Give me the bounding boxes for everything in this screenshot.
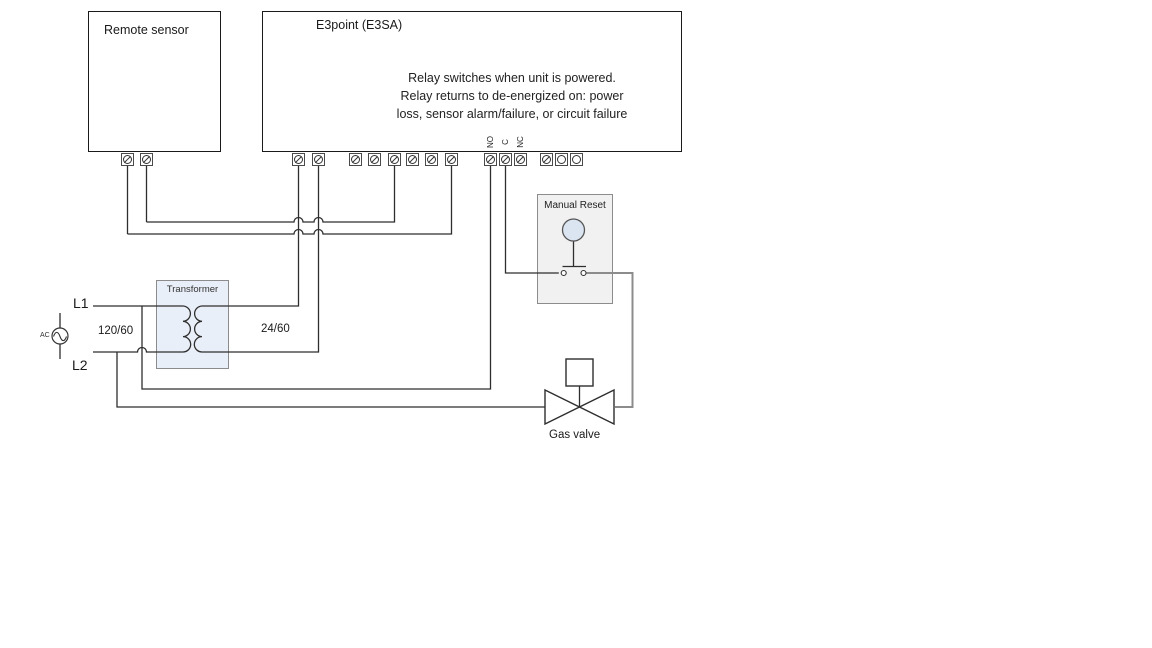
wire-reset-to-valve <box>586 272 634 408</box>
e3point-sensor-terminal-5-icon <box>425 153 438 166</box>
transformer-secondary-winding <box>193 305 203 353</box>
relay-no-terminal-icon <box>484 153 497 166</box>
relay-note-line2: Relay returns to de-energized on: power <box>400 89 624 103</box>
relay-note: Relay switches when unit is powered. Rel… <box>342 69 682 123</box>
sensor-terminal-1-icon <box>121 153 134 166</box>
relay-c-label: C <box>500 139 510 145</box>
relay-no-label: NO <box>485 136 495 148</box>
remote-sensor-box <box>88 11 221 152</box>
transformer-primary-winding <box>182 305 192 353</box>
e3point-label: E3point (E3SA) <box>316 18 403 32</box>
relay-nc-terminal-icon <box>514 153 527 166</box>
wire-c-to-reset <box>504 166 559 274</box>
wire-secondary-bottom <box>202 166 320 353</box>
manual-reset-button-icon <box>560 218 587 277</box>
e3point-sensor-terminal-1-icon <box>349 153 362 166</box>
gas-valve-label: Gas valve <box>549 429 601 441</box>
transformer-label: Transformer <box>166 284 219 295</box>
wire-l2-to-valve <box>116 352 545 408</box>
remote-sensor-label: Remote sensor <box>104 23 189 37</box>
aux-terminal-1-icon <box>540 153 553 166</box>
e3point-sensor-terminal-4-icon <box>406 153 419 166</box>
wire-l1-to-no <box>141 166 492 390</box>
e3point-sensor-terminal-2-icon <box>368 153 381 166</box>
gas-valve-icon <box>544 358 615 426</box>
primary-rating-label: 120/60 <box>98 325 134 337</box>
e3point-sensor-terminal-6-icon <box>445 153 458 166</box>
e3point-power-terminal-2-icon <box>312 153 325 166</box>
relay-nc-label: NC <box>515 136 525 148</box>
secondary-rating-label: 24/60 <box>261 323 290 335</box>
wire-l2 <box>93 346 183 353</box>
transformer-box <box>156 280 229 369</box>
wire-sensor-lower-run <box>127 166 453 235</box>
manual-reset-box <box>537 194 613 304</box>
e3point-box <box>262 11 682 152</box>
wire-sensor-upper-run <box>146 166 396 223</box>
ac-label: AC <box>40 332 50 339</box>
sensor-terminal-2-icon <box>140 153 153 166</box>
relay-c-terminal-icon <box>499 153 512 166</box>
aux-terminal-2-icon <box>555 153 568 166</box>
l2-label: L2 <box>72 357 88 373</box>
manual-reset-label: Manual Reset <box>544 200 606 211</box>
ac-source-icon <box>51 327 69 345</box>
e3point-sensor-terminal-3-icon <box>388 153 401 166</box>
aux-terminal-3-icon <box>570 153 583 166</box>
l1-label: L1 <box>73 295 89 311</box>
relay-note-line1: Relay switches when unit is powered. <box>408 71 616 85</box>
wire-secondary-top <box>202 166 300 307</box>
relay-note-line3: loss, sensor alarm/failure, or circuit f… <box>396 107 628 121</box>
e3point-power-terminal-1-icon <box>292 153 305 166</box>
